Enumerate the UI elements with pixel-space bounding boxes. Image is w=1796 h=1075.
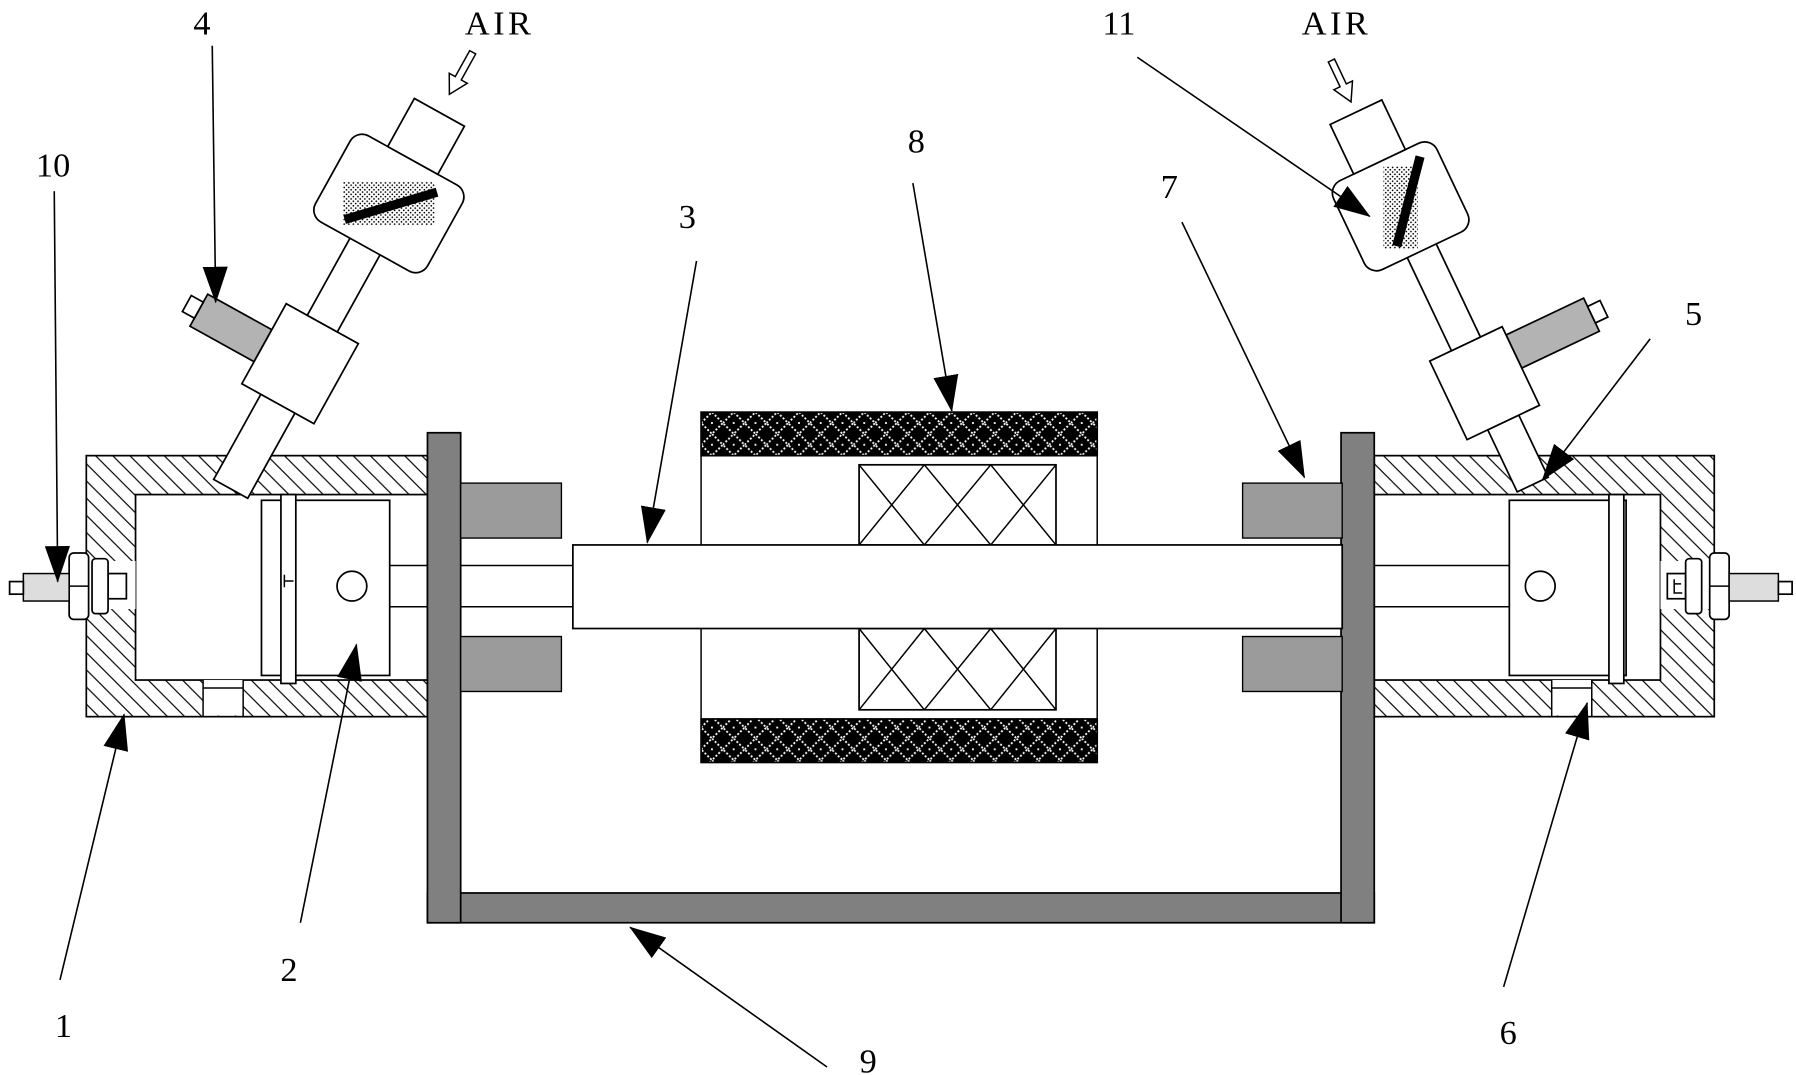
left-air-flow-arrow bbox=[448, 49, 477, 96]
label-2: 2 bbox=[280, 951, 297, 989]
right-cylinder bbox=[1373, 454, 1793, 718]
support-frame bbox=[426, 431, 1376, 924]
left-piston-rod bbox=[389, 564, 428, 608]
bearing-blocks bbox=[459, 482, 1343, 693]
right-piston-body bbox=[1508, 499, 1627, 677]
right-adjusting-bolt bbox=[1660, 552, 1793, 621]
right-bolt-inner-fitting bbox=[1666, 572, 1687, 600]
right-bolt-rod bbox=[1728, 572, 1780, 602]
left-bolt-inner-nut bbox=[91, 557, 109, 615]
right-exhaust-port-edges bbox=[1550, 680, 1593, 717]
label-air-right: AIR bbox=[1302, 4, 1371, 42]
left-bolt-tip bbox=[8, 580, 25, 596]
leader-10 bbox=[44, 191, 70, 583]
label-5: 5 bbox=[1685, 295, 1702, 333]
label-1: 1 bbox=[55, 1007, 72, 1045]
right-bolt-tip bbox=[1777, 580, 1793, 596]
right-valve-inlet-cap bbox=[1328, 98, 1407, 176]
right-bearing-lower bbox=[1241, 635, 1343, 693]
shaft-left-rod bbox=[460, 564, 573, 608]
left-piston-bore bbox=[336, 570, 368, 602]
left-piston-seal-plate bbox=[280, 493, 297, 685]
leader-5 bbox=[1541, 338, 1651, 481]
leader-6 bbox=[1502, 701, 1590, 988]
left-exhaust-port-edges bbox=[202, 680, 244, 717]
leader-8 bbox=[912, 183, 959, 413]
left-air-valve-assembly bbox=[181, 49, 477, 500]
leader-11 bbox=[1136, 56, 1371, 218]
leader-3 bbox=[640, 260, 698, 544]
label-11: 11 bbox=[1102, 4, 1135, 42]
label-air-left: AIR bbox=[465, 4, 534, 42]
label-10: 10 bbox=[36, 146, 70, 184]
label-9: 9 bbox=[860, 1043, 877, 1075]
right-bolt-inner-nut bbox=[1684, 557, 1703, 615]
frame-left-upright bbox=[426, 431, 462, 924]
left-bolt-inner-fitting bbox=[107, 572, 128, 600]
frame-base bbox=[426, 892, 1376, 924]
armature-upper-crosshatch bbox=[858, 464, 1057, 546]
right-piston-bore bbox=[1524, 570, 1556, 602]
right-piston-seal-plate bbox=[1608, 493, 1625, 685]
leader-1 bbox=[59, 713, 129, 981]
right-valve-butterfly-disc bbox=[1392, 155, 1425, 248]
coil-lower-winding bbox=[700, 718, 1099, 764]
leader-9 bbox=[629, 926, 828, 1068]
label-7: 7 bbox=[1161, 168, 1178, 206]
left-valve-inlet-cap bbox=[386, 97, 466, 176]
left-exhaust-port bbox=[203, 680, 244, 716]
right-air-flow-arrow bbox=[1327, 58, 1354, 104]
right-piston bbox=[1508, 493, 1627, 685]
leader-2 bbox=[299, 643, 362, 923]
left-cylinder bbox=[8, 454, 429, 718]
main-shaft bbox=[572, 544, 1344, 630]
coil-housing-sides bbox=[700, 455, 1098, 719]
left-bolt-rod bbox=[22, 572, 70, 602]
label-4: 4 bbox=[193, 4, 210, 42]
leader-lines bbox=[44, 45, 1651, 1068]
left-valve-port-cap bbox=[181, 294, 205, 320]
coil-upper-winding bbox=[700, 411, 1099, 457]
right-air-valve-assembly bbox=[1327, 58, 1609, 494]
left-piston-pin-mark bbox=[283, 574, 294, 588]
label-8: 8 bbox=[908, 122, 925, 160]
left-piston bbox=[260, 493, 391, 685]
leader-4 bbox=[202, 45, 228, 304]
left-bearing-upper bbox=[459, 482, 563, 539]
right-bolt-fitting-mark bbox=[1673, 579, 1683, 594]
right-valve-port-cap bbox=[1586, 299, 1609, 325]
left-bearing-lower bbox=[459, 635, 563, 693]
frame-right-upright bbox=[1340, 431, 1376, 924]
left-adjusting-bolt bbox=[8, 552, 136, 621]
right-piston-rod bbox=[1374, 564, 1510, 608]
part-labels: 4 AIR 11 AIR 10 8 3 7 5 2 1 6 9 bbox=[36, 4, 1702, 1075]
armature-lower-crosshatch bbox=[858, 628, 1057, 711]
label-6: 6 bbox=[1500, 1014, 1517, 1052]
label-3: 3 bbox=[679, 198, 696, 236]
leader-7 bbox=[1181, 221, 1306, 479]
right-bearing-upper bbox=[1241, 482, 1343, 539]
coil-assembly bbox=[700, 411, 1099, 764]
left-valve-butterfly-disc bbox=[343, 187, 439, 224]
